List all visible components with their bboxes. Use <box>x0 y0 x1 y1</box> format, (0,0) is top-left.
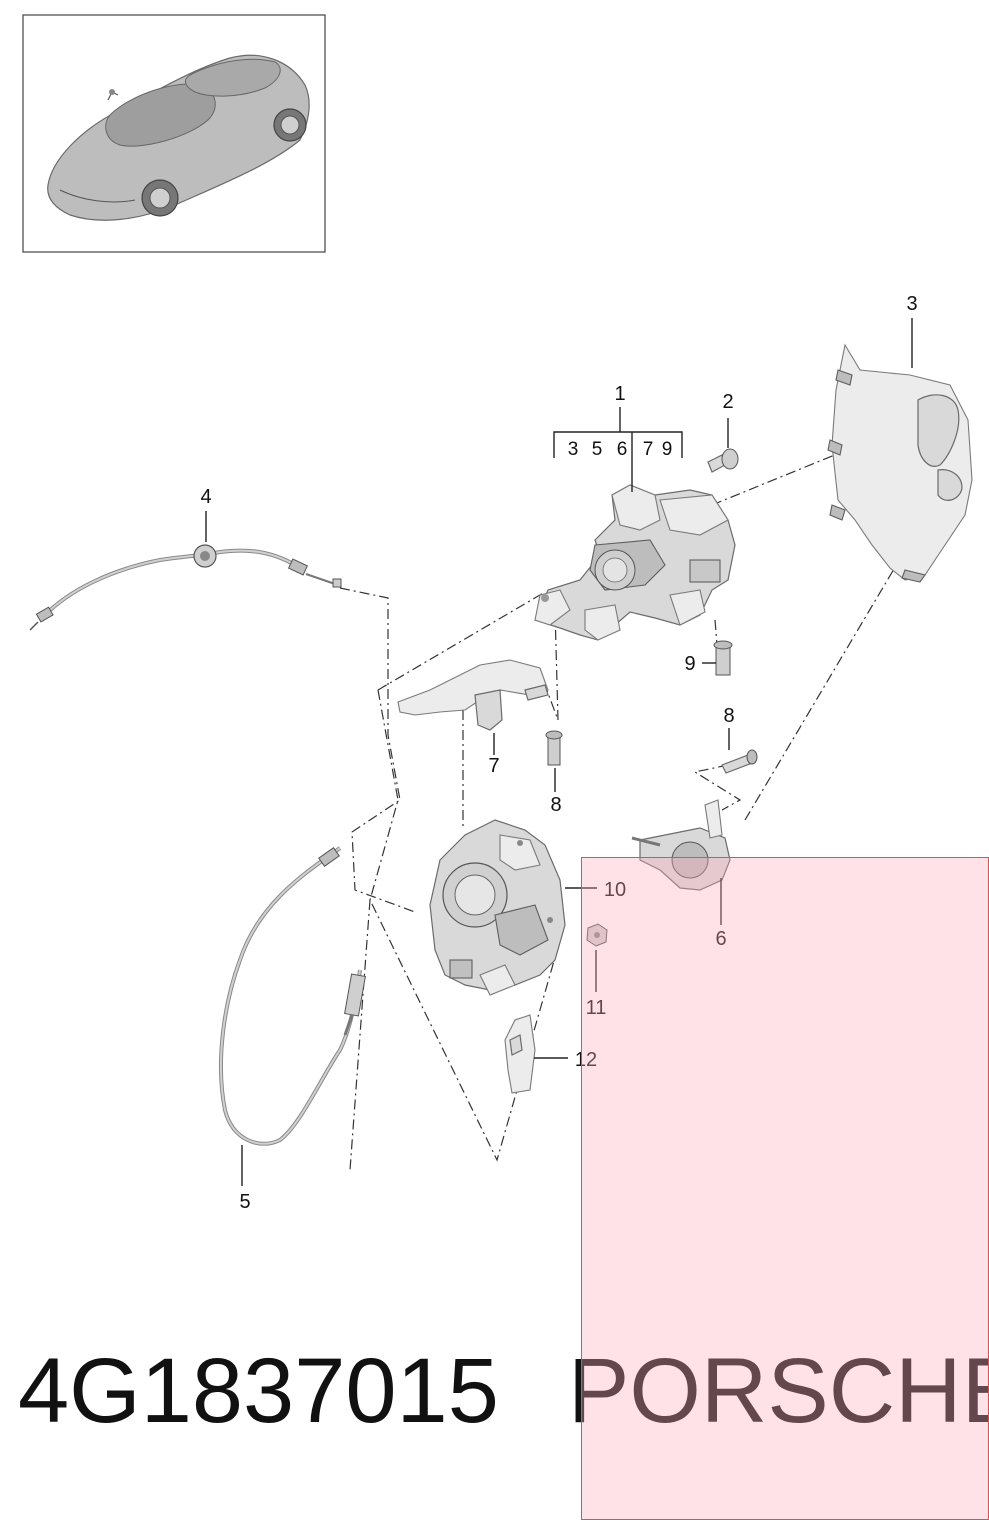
vehicle-thumbnail <box>22 14 326 253</box>
callout-3: 3 <box>906 293 917 315</box>
callout-8-upper: 8 <box>723 705 734 727</box>
part-3-trim-panel <box>827 343 973 583</box>
callout-1: 1 <box>614 383 625 405</box>
part-6-actuator <box>631 799 731 891</box>
callout-6: 6 <box>715 928 726 950</box>
callout-1-sub-6: 6 <box>617 439 628 460</box>
part-number-label: 4G1837015 <box>18 1340 499 1442</box>
highlight-overlay <box>581 857 989 1520</box>
part-10-door-lock <box>429 819 566 996</box>
callout-1-sub-9: 9 <box>662 439 673 460</box>
callout-11: 11 <box>586 997 607 1019</box>
part-11-nut <box>586 923 608 947</box>
brand-name-label: PORSCHE <box>568 1340 989 1442</box>
part-5-cable <box>219 846 366 1146</box>
callout-1-sub-5: 5 <box>592 439 603 460</box>
callout-5: 5 <box>239 1191 250 1213</box>
part-8-bolt-a <box>545 730 563 766</box>
callout-8-lower: 8 <box>550 794 561 816</box>
part-8-bolt-b <box>721 749 758 774</box>
callout-9: 9 <box>684 653 695 675</box>
part-9-bolt <box>713 640 733 676</box>
callout-2: 2 <box>722 391 733 413</box>
callout-7: 7 <box>488 755 499 777</box>
callouts: 1 3 5 6 7 9 2 3 4 5 6 7 8 8 9 10 11 12 <box>200 293 917 1213</box>
part-12-clip <box>504 1014 536 1094</box>
callout-4: 4 <box>200 486 211 508</box>
car-illustration <box>47 54 310 221</box>
callout-10: 10 <box>604 879 626 901</box>
callout-12: 12 <box>575 1049 597 1071</box>
part-1-lock-assembly <box>534 484 736 641</box>
callout-1-sub-7: 7 <box>643 439 654 460</box>
callout-1-sub-3: 3 <box>568 439 579 460</box>
part-4-cable <box>29 544 342 631</box>
part-7-bracket <box>397 659 549 731</box>
part-2-screw <box>707 448 739 473</box>
